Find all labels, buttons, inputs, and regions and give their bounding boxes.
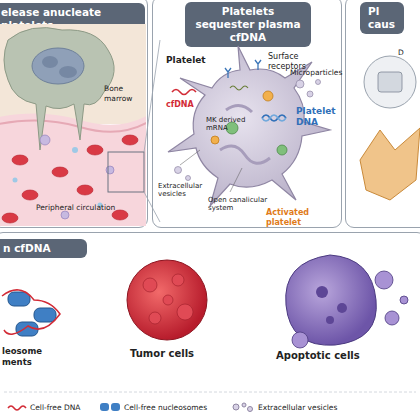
text-label: D	[398, 48, 412, 58]
text-label: Tumor cells	[130, 348, 210, 360]
text-label: Extracellular vesicles	[158, 182, 218, 198]
marrow-scene	[0, 24, 146, 226]
panel-header: Pl caus	[360, 2, 404, 34]
legend-text: Cell-free DNA	[30, 403, 80, 412]
text-label: Activated platelet	[266, 208, 342, 227]
text-label: Platelet	[166, 56, 216, 66]
panel-header: n cfDNA	[0, 239, 87, 258]
text-label: cfDNA	[166, 100, 206, 110]
text-label: Platelet DNA	[296, 106, 340, 127]
legend-text: Extracellular vesicles	[258, 403, 337, 412]
text-label: leosome ments	[2, 346, 44, 368]
panel-header: Platelets sequester plasma cfDNA	[185, 2, 311, 47]
text-label: Apoptotic cells	[276, 350, 386, 362]
text-label: MK derived mRNA	[206, 116, 250, 132]
text-label: Microparticles	[290, 68, 350, 78]
text-label: Bone marrow	[104, 84, 148, 103]
text-label: Peripheral circulation	[36, 203, 126, 213]
legend-text: Cell-free nucleosomes	[124, 403, 207, 412]
